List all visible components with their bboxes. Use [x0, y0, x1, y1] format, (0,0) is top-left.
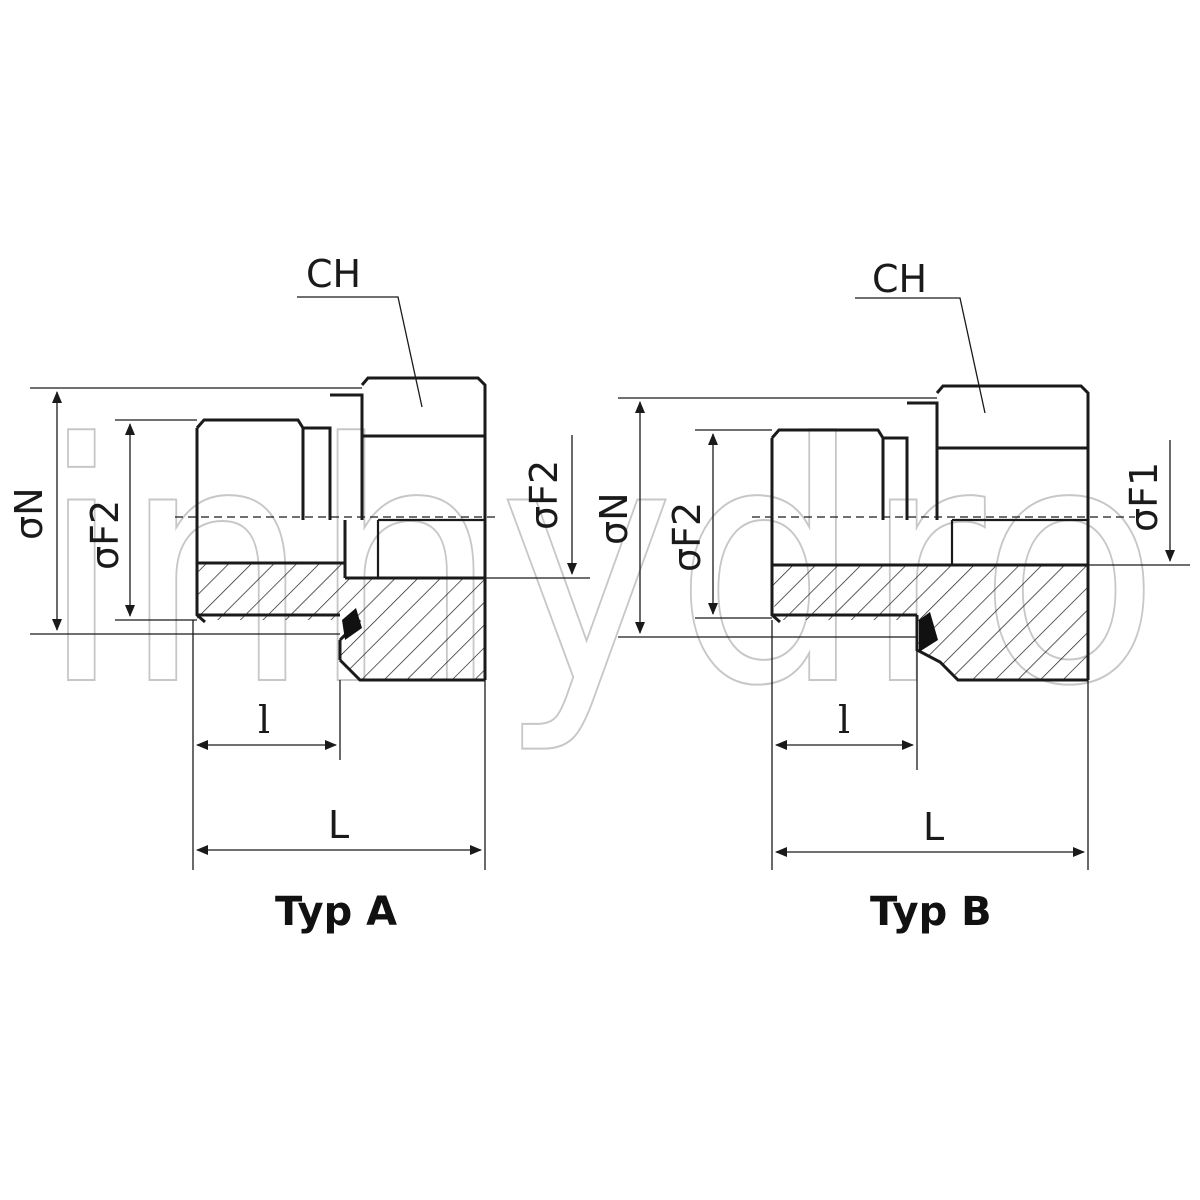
typ-b-label-ch: CH	[872, 257, 927, 301]
typ-b-bore-edge	[950, 518, 1088, 565]
typ-a-label-ch: CH	[306, 252, 361, 296]
typ-b-ch-leader	[855, 297, 986, 414]
typ-b-label-l-small: l	[838, 698, 850, 742]
typ-a-bore-edge	[376, 518, 485, 578]
typ-a-label-l: L	[328, 803, 349, 847]
typ-b-label-l: L	[923, 805, 944, 849]
typ-b-fitting: CH σN σF2 σF1 l L Typ B	[592, 257, 1190, 935]
typ-a-label-dn: σN	[7, 487, 51, 540]
typ-b-label-dn: σN	[592, 492, 636, 545]
typ-b-caption: Typ B	[870, 889, 992, 935]
typ-b-seal	[919, 612, 938, 652]
typ-a-ch-leader	[297, 296, 423, 408]
typ-a-fitting: CH σN σF2 σF2 l L Typ A	[7, 252, 590, 935]
typ-a-caption: Typ A	[275, 889, 397, 935]
typ-b-label-df1: σF1	[1122, 462, 1166, 532]
typ-a-label-l-small: l	[258, 698, 270, 742]
typ-a-section-hatch	[195, 563, 485, 680]
typ-b-outline	[770, 384, 1090, 682]
typ-a-label-df2: σF2	[83, 500, 127, 570]
typ-a-label-df2-right: σF2	[522, 460, 566, 530]
typ-b-label-df2: σF2	[665, 502, 709, 572]
typ-a-seal	[342, 608, 362, 640]
